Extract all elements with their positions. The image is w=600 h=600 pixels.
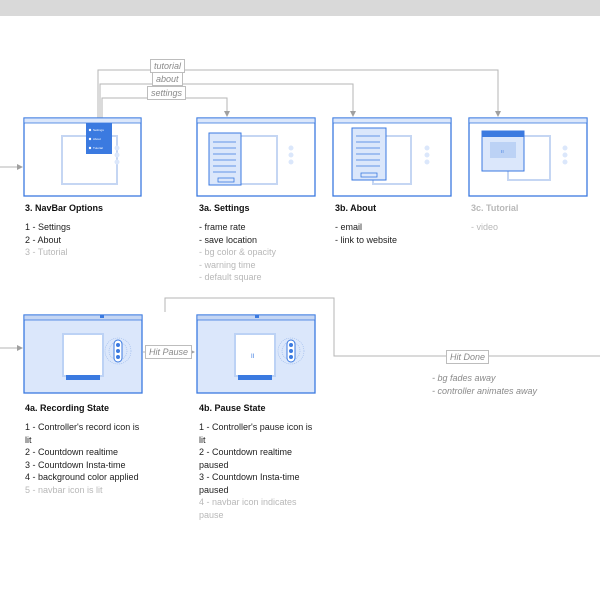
list-item: 3 - Tutorial <box>25 247 68 257</box>
screen-pause: II <box>196 314 316 394</box>
list-item: 4 - background color applied <box>25 472 139 482</box>
settings-list: - frame rate - save location - bg color … <box>199 221 276 284</box>
list-item: 4 - navbar icon indicates pause <box>199 497 297 520</box>
list-item: 1 - Controller's record icon is lit <box>25 422 140 445</box>
top-bar <box>0 0 600 16</box>
screen-settings <box>196 117 316 197</box>
connector-lines <box>0 69 600 357</box>
list-item: 1 - Settings <box>25 222 71 232</box>
settings-title: 3a. Settings <box>199 203 250 213</box>
about-title: 3b. About <box>335 203 377 213</box>
edge-label-hit-pause: Hit Pause <box>145 345 193 359</box>
edge-label-tutorial: tutorial <box>150 59 186 73</box>
about-list: - email - link to website <box>335 221 397 246</box>
list-item: - warning time <box>199 259 256 270</box>
list-item: 3 - Countdown Insta-time paused <box>199 472 300 495</box>
recording-list: 1 - Controller's record icon is lit 2 - … <box>25 421 147 496</box>
list-item: - bg color & opacity <box>199 247 277 257</box>
navbar-options-title: 3. NavBar Options <box>25 203 104 213</box>
list-item: - link to website <box>335 234 398 245</box>
note-item: - controller animates away <box>432 385 538 396</box>
pause-icon: II <box>251 354 255 360</box>
edge-label-settings: settings <box>147 86 187 100</box>
screen-about <box>332 117 452 197</box>
menu-item-settings: Settings <box>93 128 104 132</box>
tutorial-title: 3c. Tutorial <box>471 203 519 213</box>
list-item: 2 - Countdown realtime <box>25 447 119 457</box>
done-notes: - bg fades away - controller animates aw… <box>432 372 537 397</box>
menu-item-about: About <box>93 137 101 141</box>
note-item: - bg fades away <box>432 373 496 383</box>
screen-tutorial: ıı <box>468 117 588 197</box>
list-item: - email <box>335 222 363 232</box>
list-item: - save location <box>199 234 258 245</box>
list-item: - default square <box>199 272 262 282</box>
list-item: 5 - navbar icon is lit <box>25 484 103 495</box>
pause-list: 1 - Controller's pause icon is lit 2 - C… <box>199 421 321 521</box>
list-item: 2 - Countdown realtime paused <box>199 447 293 470</box>
edge-label-hit-done: Hit Done <box>446 350 490 364</box>
list-item: 1 - Controller's pause icon is lit <box>199 422 313 445</box>
list-item: 3 - Countdown Insta-time <box>25 459 126 470</box>
svg-text:ıı: ıı <box>501 149 504 155</box>
screen-recording <box>23 314 143 394</box>
tutorial-list: - video <box>471 221 498 234</box>
edge-label-about: about <box>152 72 183 86</box>
navbar-options-list: 1 - Settings 2 - About 3 - Tutorial <box>25 221 71 259</box>
screen-navbar-options: Settings About Tutorial <box>23 117 142 197</box>
list-item: - video <box>471 222 499 232</box>
list-item: 2 - About <box>25 234 62 245</box>
recording-title: 4a. Recording State <box>25 403 110 413</box>
pause-title: 4b. Pause State <box>199 403 266 413</box>
menu-item-tutorial: Tutorial <box>93 146 103 150</box>
list-item: - frame rate <box>199 222 246 232</box>
